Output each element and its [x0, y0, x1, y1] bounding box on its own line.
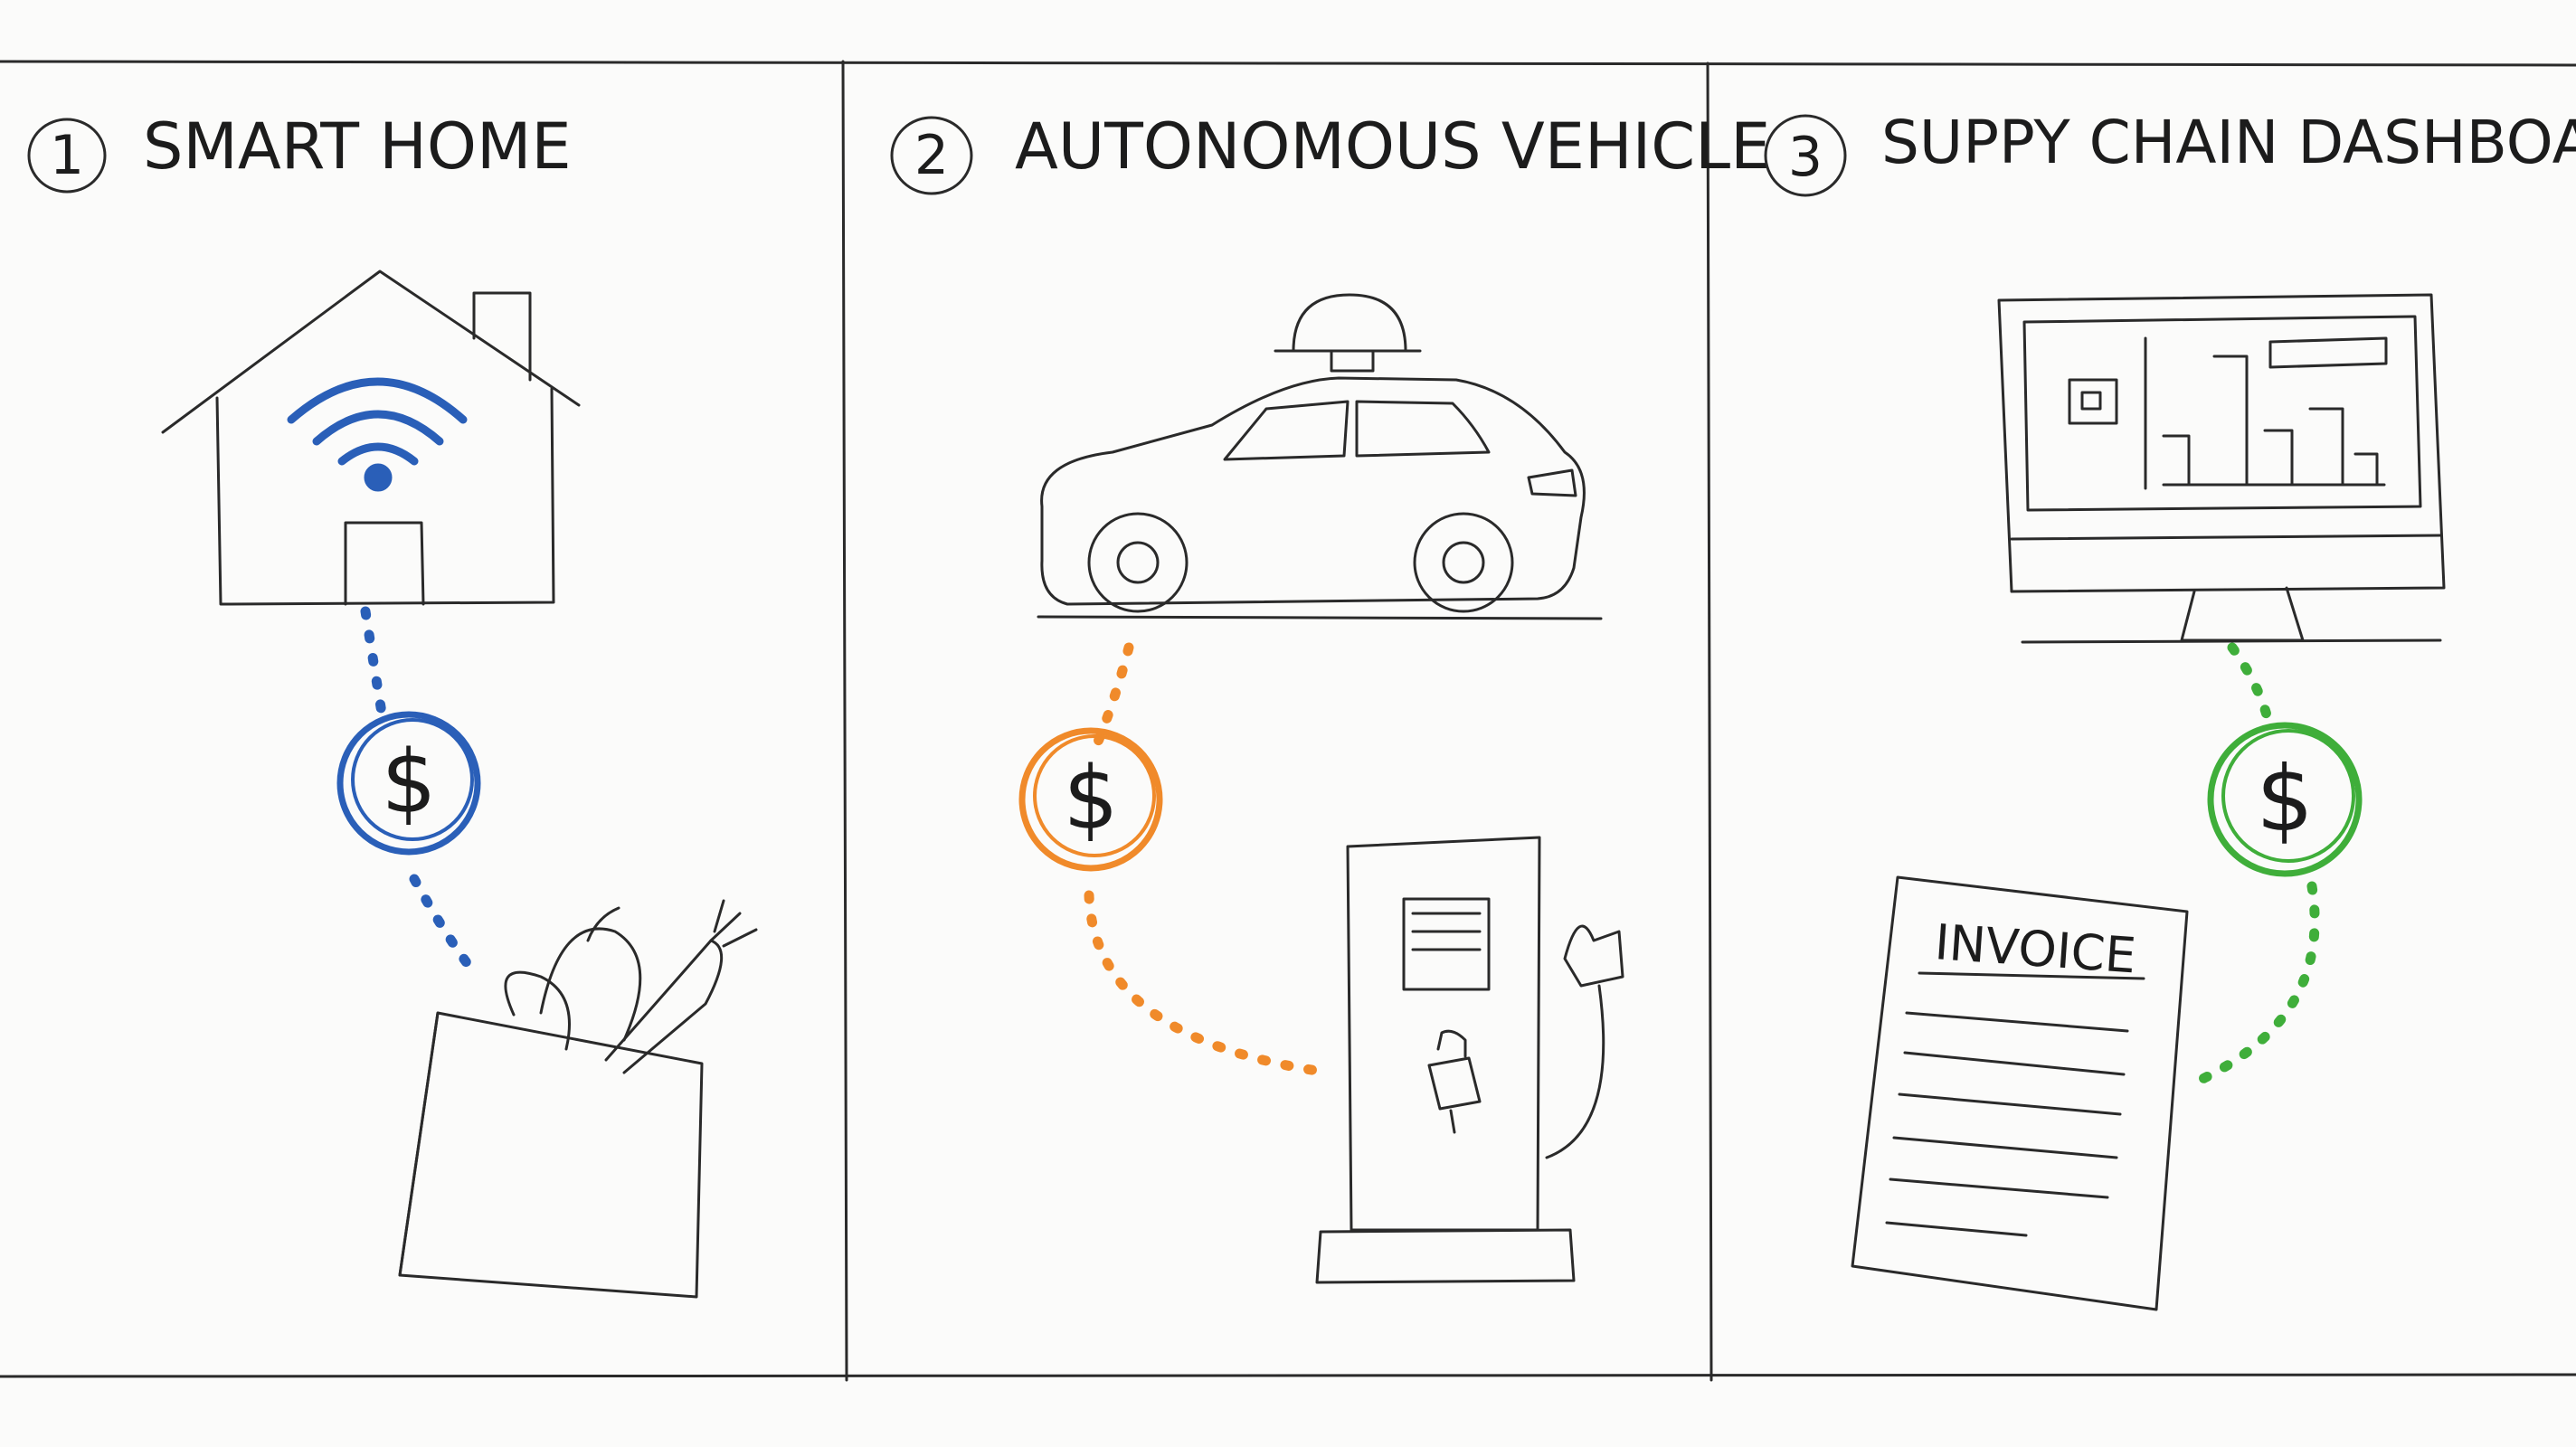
dotted-connector — [2227, 642, 2276, 734]
svg-text:$: $ — [1063, 748, 1118, 849]
monitor-icon — [1997, 293, 2446, 644]
bar-chart-icon — [2068, 336, 2388, 490]
panel-number-circle — [1764, 114, 1847, 197]
house-icon — [161, 270, 581, 606]
panel-number: 3 — [1788, 126, 1823, 189]
invoice-title: INVOICE — [1933, 913, 2137, 984]
panel-supply-chain-dashboard: 3 SUPPY CHAIN DASHBOARD $ — [1764, 108, 2576, 1311]
dollar-coin-icon: $ — [336, 711, 481, 856]
dotted-connector — [1084, 890, 1335, 1078]
ev-charging-station-icon — [1315, 836, 1624, 1284]
car-icon — [1037, 293, 1603, 620]
panel-title: AUTONOMOUS VEHICLE — [1015, 109, 1770, 184]
dotted-connector — [409, 874, 476, 973]
panel-smart-home: 1 SMART HOME $ — [27, 109, 758, 1299]
dollar-coin-icon: $ — [1018, 727, 1163, 872]
dotted-connector — [360, 606, 389, 729]
invoice-document-icon — [1851, 875, 2189, 1311]
dotted-connector — [2183, 881, 2320, 1091]
panel-number: 1 — [50, 124, 84, 187]
dollar-coin-icon: $ — [2207, 722, 2363, 877]
panel-title: SMART HOME — [143, 109, 572, 184]
panel-title: SUPPY CHAIN DASHBOARD — [1881, 108, 2576, 177]
grocery-bag-icon — [398, 899, 758, 1299]
svg-text:$: $ — [381, 732, 436, 833]
panel-autonomous-vehicle: 2 AUTONOMOUS VEHICLE $ — [890, 109, 1770, 1284]
svg-text:$: $ — [2256, 746, 2314, 852]
wifi-icon — [287, 377, 468, 492]
panel-number: 2 — [914, 124, 949, 187]
panel-number-circle — [27, 118, 107, 194]
dotted-connector — [1093, 642, 1134, 747]
panel-frame — [0, 60, 2576, 1382]
panel-number-circle — [890, 116, 973, 195]
